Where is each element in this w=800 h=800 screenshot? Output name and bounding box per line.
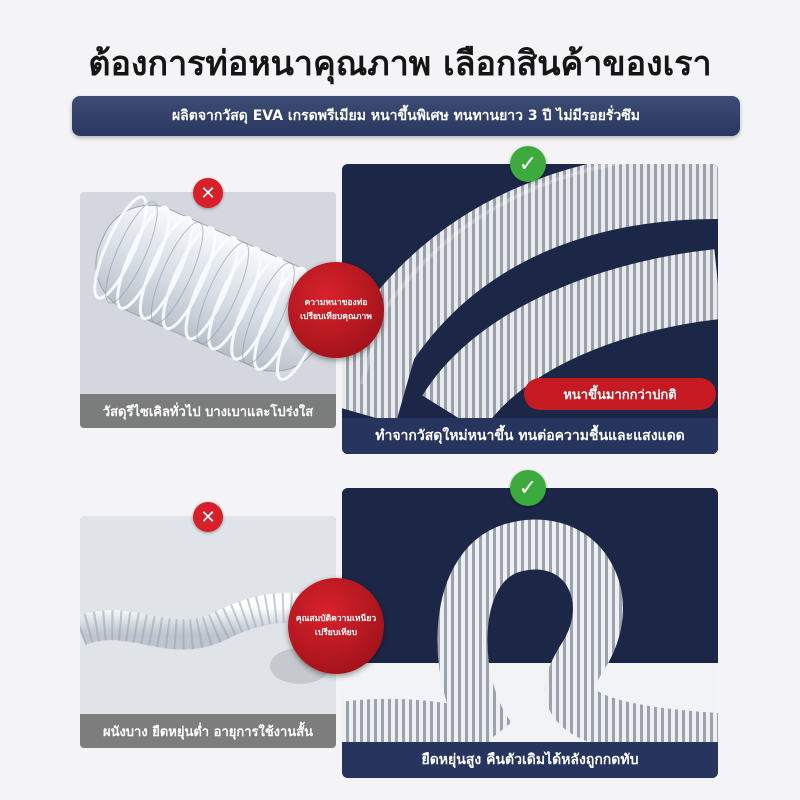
feature-banner-text: ผลิตจากวัสดุ EVA เกรดพรีเมียม หนาขึ้นพิเ… [171,108,641,124]
feature-banner: ผลิตจากวัสดุ EVA เกรดพรีเมียม หนาขึ้นพิเ… [72,96,740,136]
page-title: ต้องการท่อหนาคุณภาพ เลือกสินค้าของเรา [88,44,712,84]
check-icon: ✓ [510,470,546,506]
our-flex-caption: ยืดหยุ่นสูง คืนตัวเดิมได้หลังถูกกดทับ [342,742,718,778]
badge-line: เปรียบเทียบคุณภาพ [300,312,372,322]
badge-line: เปรียบเทียบ [314,628,358,638]
our-hose-panel: หนาขึ้นมากกว่าปกติ ทำจากวัสดุใหม่หนาขึ้น… [342,164,718,454]
cross-icon: ✕ [193,178,223,208]
toughness-compare-badge: คุณสมบัติความเหนียว เปรียบเทียบ [288,578,384,674]
thickness-compare-badge: ความหนาของท่อ เปรียบเทียบคุณภาพ [288,262,384,358]
competitor-caption: วัสดุรีไซเคิลทั่วไป บางเบาและโปร่งใส [80,394,336,428]
check-icon: ✓ [510,146,546,182]
thicker-highlight-pill: หนาขึ้นมากกว่าปกติ [524,378,716,410]
competitor-caption: ผนังบาง ยืดหยุ่นต่ำ อายุการใช้งานสั้น [80,714,336,748]
white-hose-illustration [342,164,718,454]
badge-line: คุณสมบัติความเหนียว [295,614,377,624]
our-hose-caption: ทำจากวัสดุใหม่หนาขึ้น ทนต่อความชื้นและแส… [342,418,718,454]
cross-icon: ✕ [193,502,223,532]
coiled-white-hose-illustration [342,488,718,778]
badge-line: ความหนาของท่อ [304,298,368,308]
our-flex-panel: ยืดหยุ่นสูง คืนตัวเดิมได้หลังถูกกดทับ [342,488,718,778]
